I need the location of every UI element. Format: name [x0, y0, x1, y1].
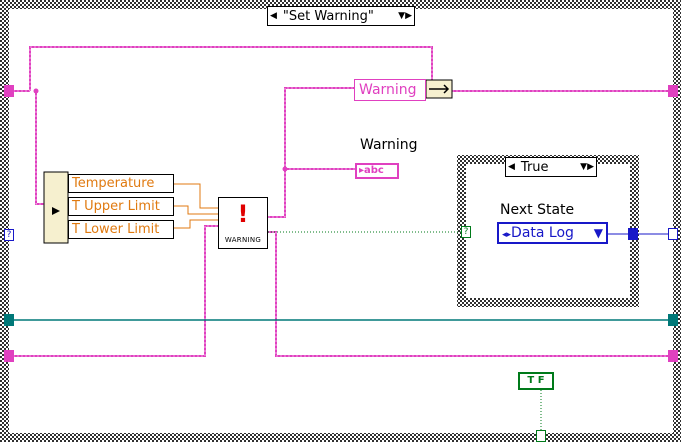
- wire-junction: [282, 166, 288, 172]
- cluster-output-tunnel[interactable]: [668, 350, 678, 362]
- inner-enum-tunnel[interactable]: [628, 228, 638, 240]
- unbundle-arrow-icon: [429, 84, 450, 94]
- wire-junction: [33, 88, 39, 94]
- boolean-output-tunnel[interactable]: [536, 430, 546, 442]
- outer-case-label: "Set Warning": [282, 8, 374, 24]
- next-state-value: Data Log: [511, 225, 574, 241]
- unbundle-warning-element[interactable]: Warning: [354, 79, 426, 101]
- error-input-tunnel[interactable]: [4, 314, 14, 326]
- next-state-enum-constant[interactable]: ◂▸Data Log ▼: [497, 222, 608, 244]
- bundle-element-temperature[interactable]: Temperature: [68, 174, 174, 193]
- inner-case-label: True: [520, 159, 549, 175]
- inner-case-selector[interactable]: ◀ True ▼▶: [505, 157, 597, 177]
- outer-case-selector[interactable]: ◀ "Set Warning" ▼▶: [267, 6, 415, 26]
- enum-input-tunnel[interactable]: ?: [4, 229, 14, 241]
- enum-output-tunnel[interactable]: [668, 228, 678, 240]
- next-state-label: Next State: [500, 202, 575, 218]
- numeric-wires: [174, 183, 218, 229]
- inner-selector-tunnel[interactable]: ?: [461, 226, 471, 238]
- triangle-left-icon[interactable]: ◀: [270, 11, 277, 21]
- bundle-element-t-upper-limit[interactable]: T Upper Limit: [68, 197, 174, 216]
- enum-increment-icon[interactable]: ◂▸: [502, 230, 512, 240]
- boolean-constant[interactable]: T F: [518, 372, 554, 390]
- dropdown-right-arrow-icon[interactable]: ▼▶: [580, 162, 594, 172]
- bundle-input-arrow-icon: [52, 207, 60, 215]
- triangle-left-icon[interactable]: ◀: [508, 162, 515, 172]
- cluster-input-tunnel[interactable]: [4, 85, 14, 97]
- warning-indicator-label: Warning: [360, 137, 418, 153]
- cluster-input-tunnel[interactable]: [4, 350, 14, 362]
- warning-subvi[interactable]: ! WARNING: [218, 197, 268, 249]
- bundle-element-t-lower-limit[interactable]: T Lower Limit: [68, 220, 174, 239]
- exclamation-warning-icon: !: [237, 200, 249, 228]
- bundle-by-name-node[interactable]: [43, 171, 69, 244]
- string-type-icon[interactable]: ▸abc: [355, 163, 399, 179]
- warning-subvi-caption: WARNING: [224, 236, 262, 244]
- cluster-output-tunnel[interactable]: [668, 85, 678, 97]
- error-output-tunnel[interactable]: [668, 314, 678, 326]
- chevron-down-icon[interactable]: ▼: [593, 226, 603, 240]
- dropdown-right-arrow-icon[interactable]: ▼▶: [398, 11, 412, 21]
